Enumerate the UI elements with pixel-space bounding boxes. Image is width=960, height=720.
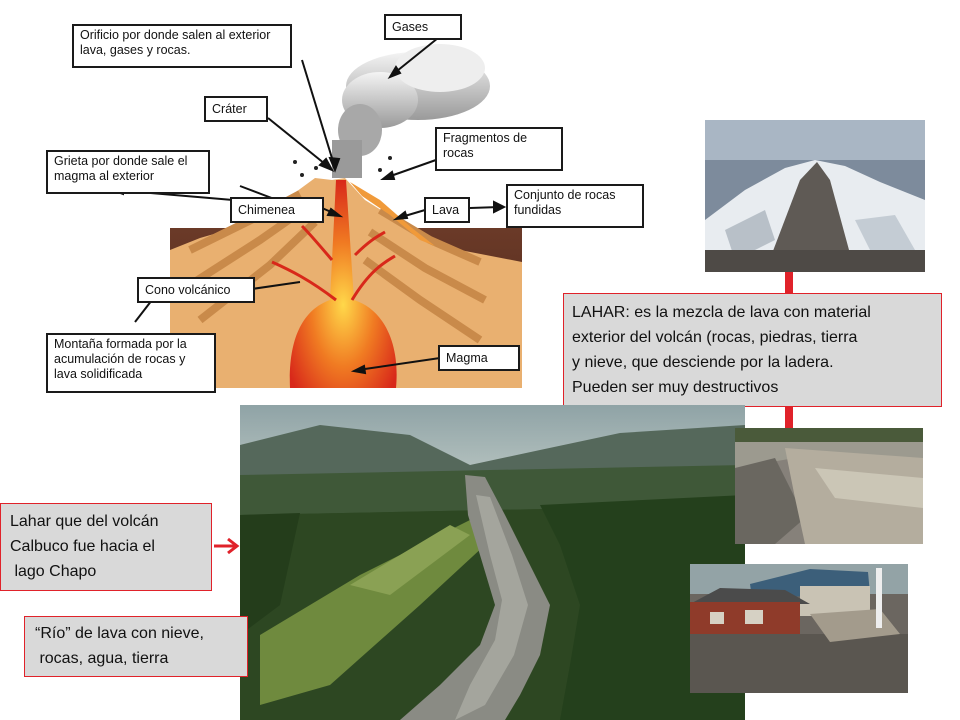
- label-orificio: Orificio por donde salen al exterior lav…: [72, 24, 292, 68]
- calbuco-line-1: Lahar que del volcán: [10, 513, 159, 530]
- label-cono: Cono volcánico: [137, 277, 255, 303]
- lahar-line-4: Pueden ser muy destructivos: [572, 379, 779, 396]
- rio-callout: “Río” de lava con nieve, rocas, agua, ti…: [24, 616, 248, 677]
- label-chimenea: Chimenea: [230, 197, 324, 223]
- connector-top: [785, 272, 793, 294]
- rio-line-1: “Río” de lava con nieve,: [35, 625, 204, 642]
- label-grieta: Grieta por donde sale el magma al exteri…: [46, 150, 210, 194]
- calbuco-line-2: Calbuco fue hacia el: [10, 538, 155, 555]
- lahar-line-3: y nieve, que desciende por la ladera.: [572, 354, 834, 371]
- label-gases: Gases: [384, 14, 462, 40]
- label-montana: Montaña formada por la acumulación de ro…: [46, 333, 216, 393]
- calbuco-callout: Lahar que del volcán Calbuco fue hacia e…: [0, 503, 212, 591]
- lahar-line-2: exterior del volcán (rocas, piedras, tie…: [572, 329, 858, 346]
- connector-bottom: [785, 406, 793, 430]
- lahar-line-1: LAHAR: es la mezcla de lava con material: [572, 304, 871, 321]
- magma-chamber: [289, 180, 397, 388]
- rio-line-2: rocas, agua, tierra: [35, 650, 169, 667]
- label-conjunto: Conjunto de rocas fundidas: [506, 184, 644, 228]
- red-arrow-icon: [214, 537, 240, 555]
- label-lava: Lava: [424, 197, 470, 223]
- photo-damaged-house: [690, 564, 908, 693]
- photo-lahar-valley: [240, 405, 745, 720]
- photo-lahar-flow: [735, 428, 923, 544]
- label-fragmentos: Fragmentos de rocas: [435, 127, 563, 171]
- label-crater: Cráter: [204, 96, 268, 122]
- lahar-definition-callout: LAHAR: es la mezcla de lava con material…: [563, 293, 942, 407]
- photo-snowy-volcano: [705, 120, 925, 272]
- calbuco-line-3: lago Chapo: [10, 563, 97, 580]
- volcano-diagram: Orificio por donde salen al exterior lav…: [40, 0, 660, 400]
- gas-cloud: [332, 44, 490, 178]
- label-magma: Magma: [438, 345, 520, 371]
